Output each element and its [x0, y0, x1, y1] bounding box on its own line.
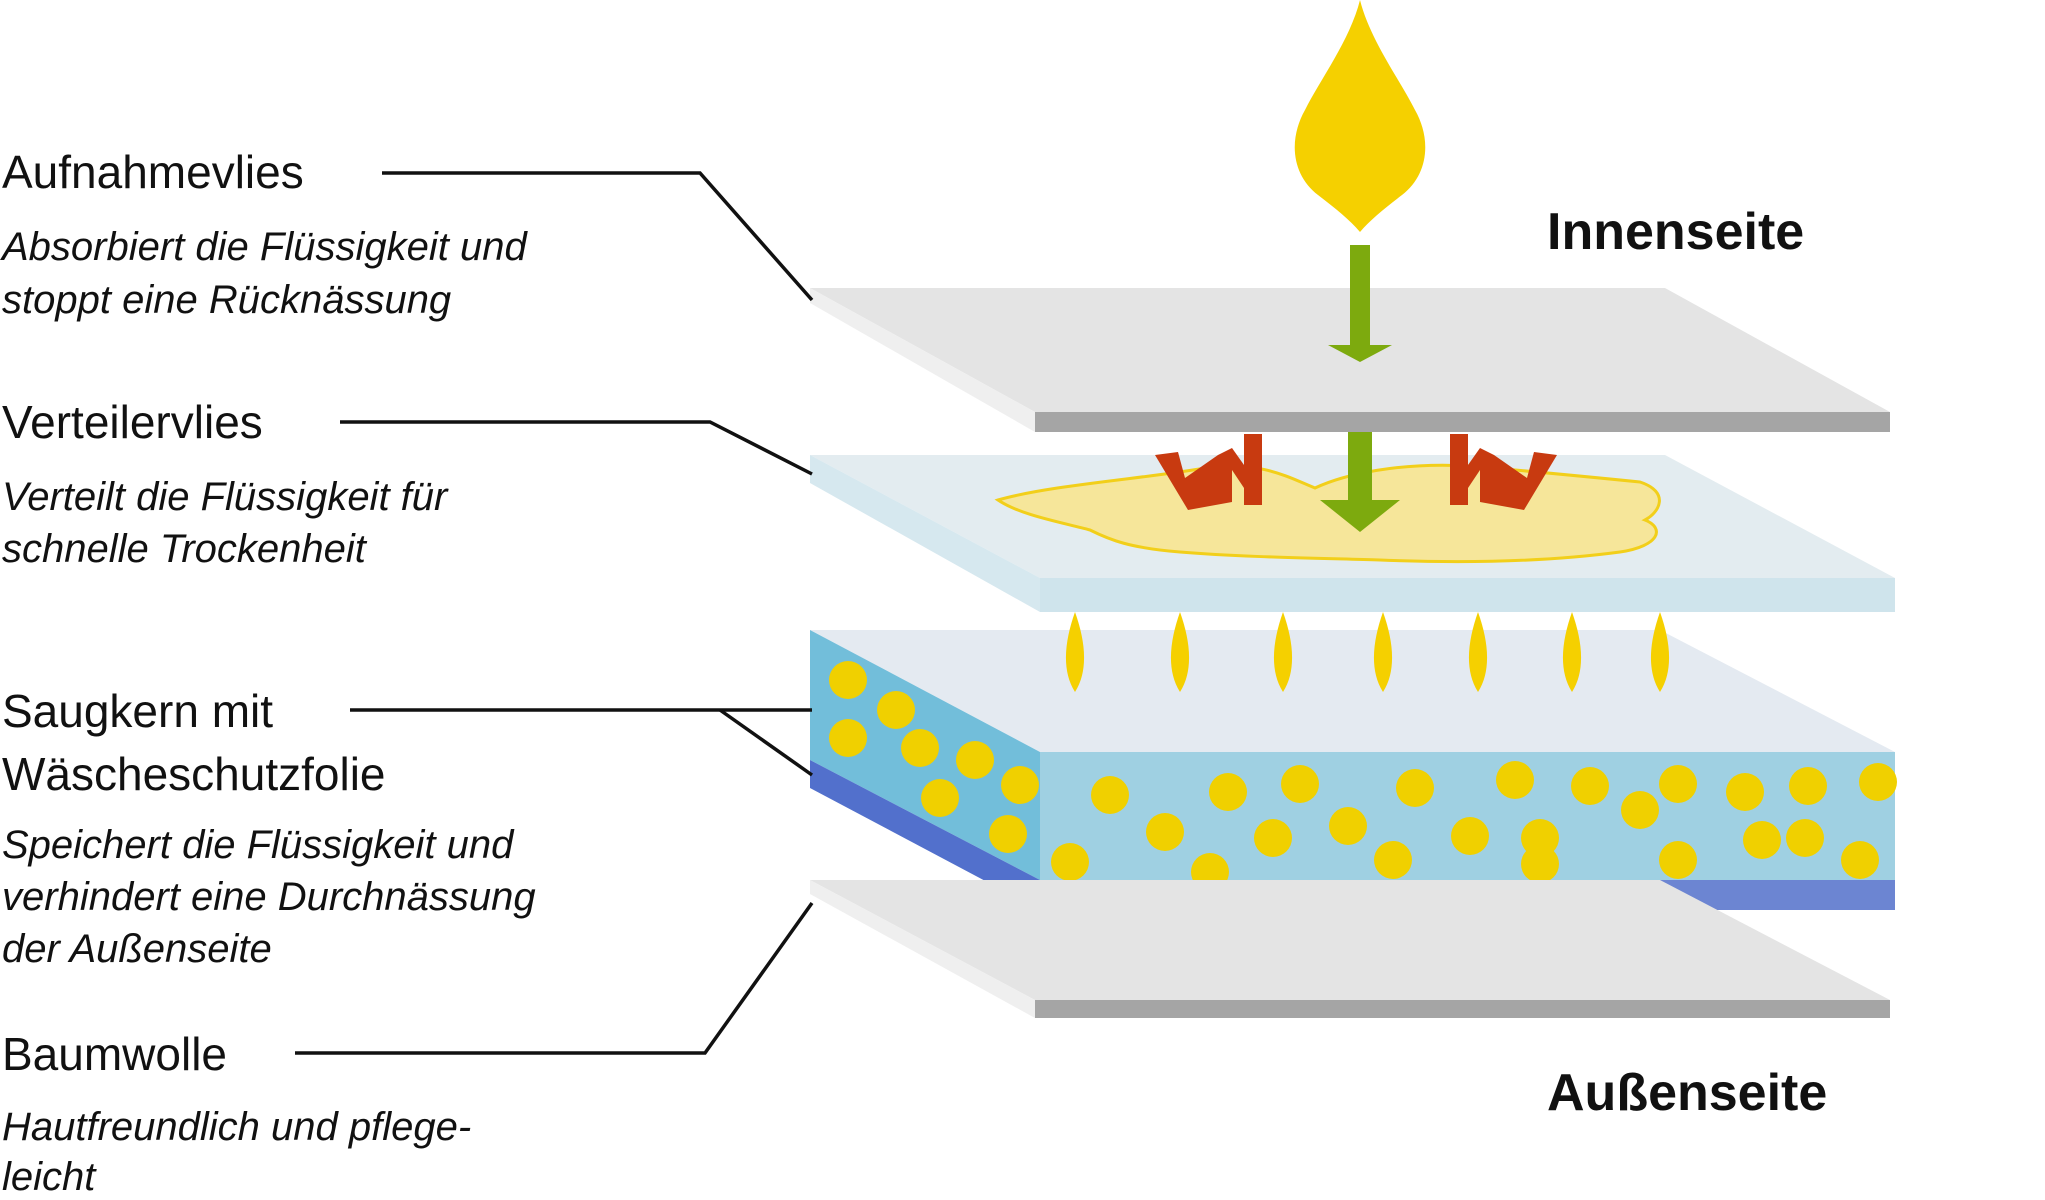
granule	[1329, 807, 1367, 845]
granule	[1786, 819, 1824, 857]
granule	[829, 661, 867, 699]
layer-title: Baumwolle	[2, 1028, 227, 1080]
granule	[1521, 819, 1559, 857]
granule	[1374, 841, 1412, 879]
layer-aufnahmevlies-left-edge	[810, 288, 1035, 432]
granule	[1091, 776, 1129, 814]
layer-description-line: leicht	[2, 1155, 97, 1195]
granule	[901, 729, 939, 767]
granule	[989, 815, 1027, 853]
layer-aufnahmevlies-front-edge	[1035, 412, 1890, 432]
spread-arrow-left	[1155, 434, 1262, 510]
layer-baumwolle-left-edge	[810, 880, 1035, 1018]
granule	[829, 719, 867, 757]
granule	[1571, 767, 1609, 805]
granule	[1396, 769, 1434, 807]
layer-title: Saugkern mit	[2, 685, 273, 737]
layer-saugkern	[810, 630, 1897, 910]
layer-description-line: Speichert die Flüssigkeit und	[2, 823, 515, 867]
granule	[1521, 845, 1559, 883]
granule	[1496, 761, 1534, 799]
label-baumwolle: Baumwolle Hautfreundlich und pflege- lei…	[2, 1028, 471, 1199]
spread-arrow-right	[1450, 434, 1557, 510]
granule	[956, 741, 994, 779]
absorbent-granules	[829, 661, 1897, 891]
granule	[1146, 813, 1184, 851]
granule	[1451, 817, 1489, 855]
granule	[1051, 843, 1089, 881]
layer-description-line: stoppt eine Rücknässung	[2, 278, 451, 322]
granule	[1659, 841, 1697, 879]
label-aufnahmevlies: Aufnahmevlies Absorbiert die Flüssigkeit…	[0, 146, 528, 322]
liquid-drip	[1273, 612, 1293, 692]
granule	[1254, 819, 1292, 857]
granule	[921, 779, 959, 817]
layer-description-line: Hautfreundlich und pflege-	[2, 1105, 471, 1149]
layer-description-line: der Außenseite	[2, 927, 272, 971]
layer-baumwolle	[810, 880, 1890, 1018]
inside-label: Innenseite	[1547, 203, 1804, 261]
granule	[1841, 841, 1879, 879]
liquid-drips	[1065, 612, 1670, 692]
layer-verteilervlies-left-edge	[810, 455, 1040, 612]
liquid-drip	[1065, 612, 1085, 692]
layer-verteilervlies-front-edge	[1040, 578, 1895, 612]
granule	[1659, 765, 1697, 803]
leader-lines	[295, 171, 814, 1055]
granule	[1001, 766, 1039, 804]
liquid-drip	[1468, 612, 1488, 692]
liquid-drop-icon	[1294, 0, 1426, 232]
granule	[1209, 773, 1247, 811]
granule	[1281, 765, 1319, 803]
layer-saugkern-front	[1040, 752, 1895, 880]
leader-line-saugkern-branch	[718, 708, 814, 777]
outside-label: Außenseite	[1547, 1064, 1827, 1122]
layer-baumwolle-top	[810, 880, 1890, 1000]
layer-description-line: schnelle Trockenheit	[2, 527, 368, 571]
liquid-drip	[1170, 612, 1190, 692]
layer-title: Wäscheschutzfolie	[2, 748, 386, 800]
layer-description-line: verhindert eine Durchnässung	[2, 875, 536, 919]
liquid-drip	[1650, 612, 1670, 692]
layer-baumwolle-front-edge	[1035, 1000, 1890, 1018]
leader-line-verteilervlies	[340, 420, 813, 476]
granule	[877, 691, 915, 729]
label-saugkern: Saugkern mit Wäscheschutzfolie Speichert…	[2, 685, 536, 971]
layer-title: Verteilervlies	[2, 396, 263, 448]
granule	[1726, 773, 1764, 811]
leader-line-baumwolle	[295, 901, 814, 1055]
leader-line-aufnahmevlies	[382, 171, 814, 302]
layer-description-line: Verteilt die Flüssigkeit für	[2, 475, 449, 519]
granule	[1743, 821, 1781, 859]
granule	[1789, 767, 1827, 805]
liquid-drip	[1562, 612, 1582, 692]
flow-arrow-down-middle	[1320, 432, 1400, 532]
flow-arrow-down-top	[1328, 245, 1392, 362]
layer-description-line: Absorbiert die Flüssigkeit und	[0, 225, 528, 269]
granule	[1859, 763, 1897, 801]
liquid-drip	[1373, 612, 1393, 692]
layer-title: Aufnahmevlies	[2, 146, 304, 198]
label-verteilervlies: Verteilervlies Verteilt die Flüssigkeit …	[2, 396, 449, 571]
granule	[1621, 791, 1659, 829]
layer-saugkern-foil-side	[810, 760, 1040, 910]
